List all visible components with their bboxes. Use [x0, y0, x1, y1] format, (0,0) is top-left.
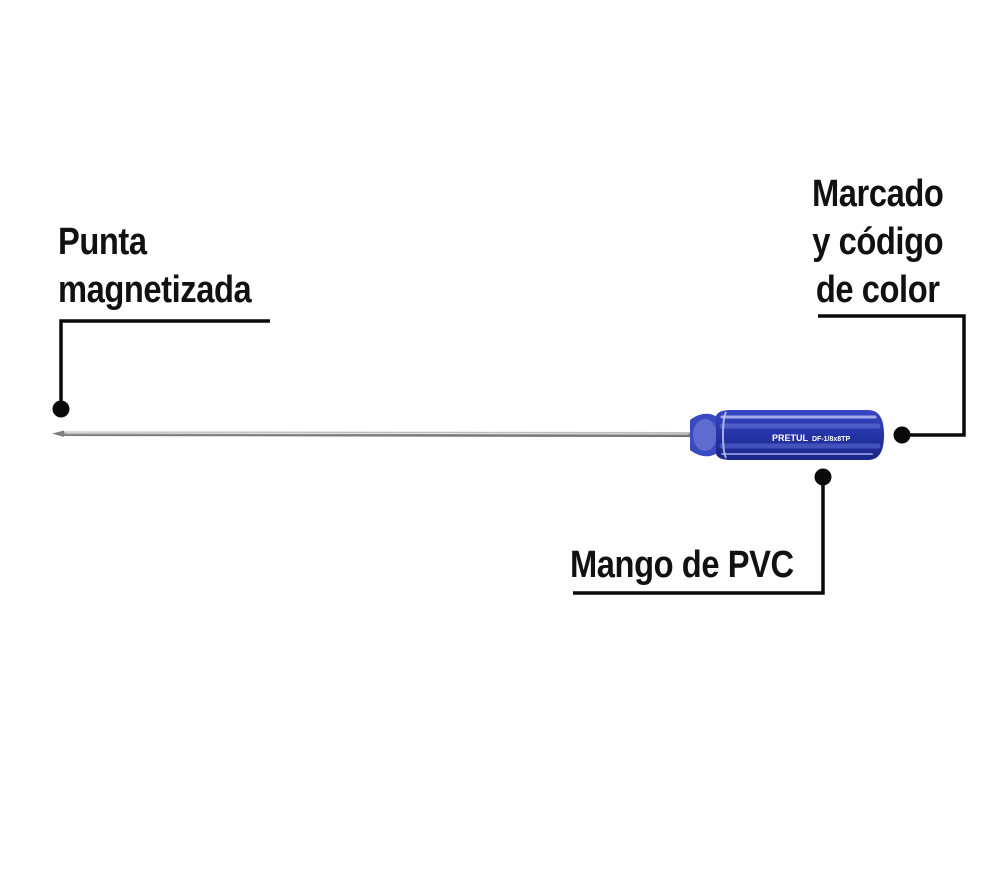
callout-marking-line-2: y código	[812, 221, 944, 263]
callout-tip-line-1: Punta	[58, 221, 147, 263]
callout-tip-line-2: magnetizada	[58, 269, 252, 311]
callout-tip-leader	[52, 319, 270, 418]
callout-handle-dot	[814, 468, 832, 486]
pvc-handle: PRETUL DF-1/8x8TP	[690, 410, 884, 460]
callout-handle-line-1: Mango de PVC	[570, 544, 794, 586]
callout-marking-leader	[818, 314, 966, 444]
callout-tip-label: Punta magnetizada	[58, 218, 252, 314]
brand-marking: PRETUL	[772, 433, 809, 443]
callout-marking-dot	[893, 426, 911, 444]
callout-handle-leader	[573, 468, 832, 595]
callout-tip-dot	[52, 400, 70, 418]
phillips-tip	[52, 430, 64, 437]
callout-handle-label: Mango de PVC	[570, 541, 794, 589]
shaft	[52, 430, 690, 437]
model-code-marking: DF-1/8x8TP	[812, 436, 850, 443]
callout-marking-line-1: Marcado	[812, 173, 944, 215]
callout-marking-line-3: de color	[815, 269, 940, 311]
callout-marking-label: Marcado y código de color	[812, 170, 944, 314]
